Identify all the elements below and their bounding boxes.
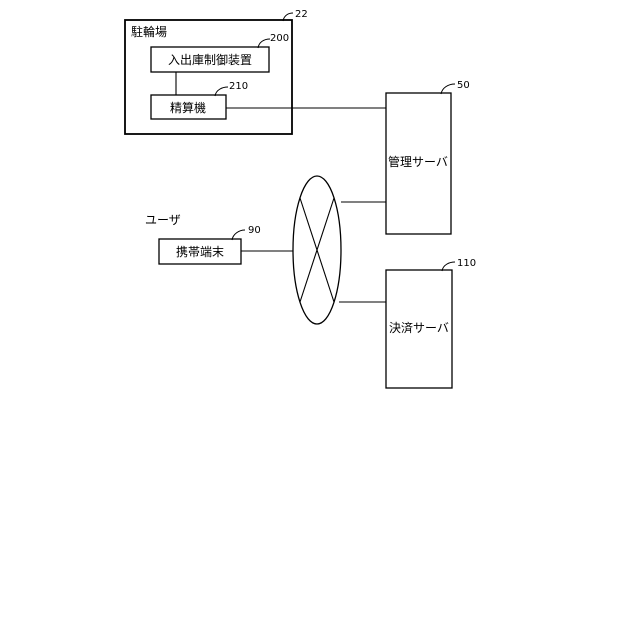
user-label: ユーザ [145,213,181,227]
payment-server-label: 決済サーバ [389,320,449,335]
payment-machine-ref: 210 [229,81,248,92]
payment-machine-label: 精算機 [170,100,206,115]
mobile-terminal-label: 携帯端末 [176,244,224,259]
mobile-terminal-ref: 90 [248,225,261,236]
parking-label: 駐輪場 [131,24,167,39]
entry-exit-control-ref: 200 [270,33,289,44]
parking-ref: 22 [295,9,308,20]
payment-server-ref: 110 [457,258,476,269]
management-server-label: 管理サーバ [388,154,448,169]
management-server-ref: 50 [457,80,470,91]
entry-exit-control-label: 入出庫制御装置 [168,52,252,67]
